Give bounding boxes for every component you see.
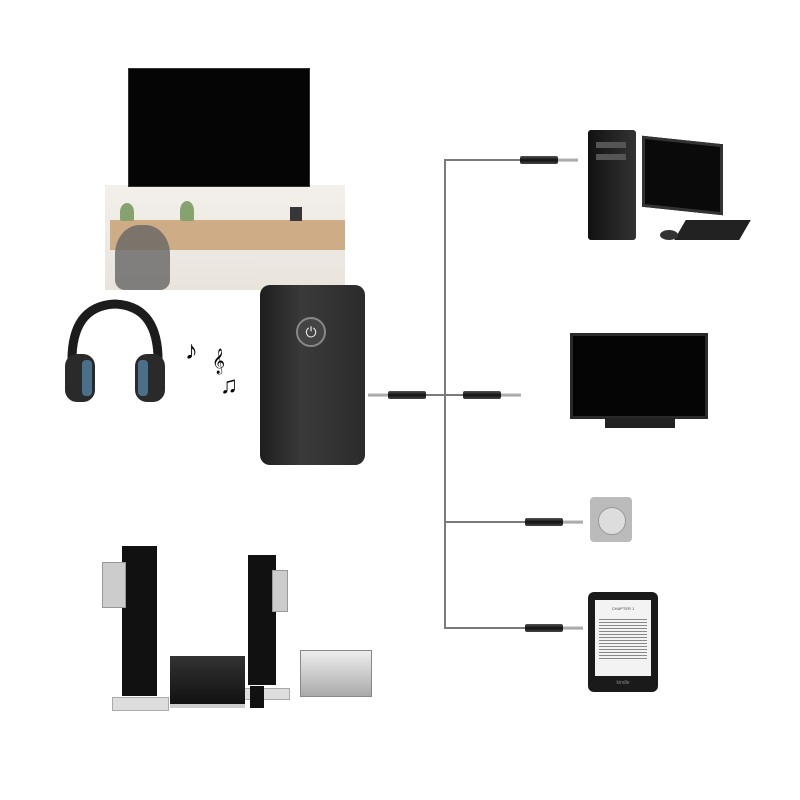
stereo-unit xyxy=(170,656,245,708)
subwoofer-box xyxy=(300,650,372,697)
person-head xyxy=(115,225,170,290)
music-note-icon: ♫ xyxy=(220,372,238,399)
monitor-stand xyxy=(605,418,675,428)
headphones-icon xyxy=(65,299,165,402)
cable-trunk xyxy=(444,159,446,629)
audio-jack xyxy=(463,391,521,399)
audio-jack xyxy=(525,624,583,632)
kindle-brand: kindle xyxy=(616,680,630,686)
ipod-shuffle xyxy=(590,497,632,542)
cable xyxy=(444,521,526,523)
music-note-icon: ♪ xyxy=(185,335,198,365)
music-note-icon: 𝄞 xyxy=(212,348,226,373)
pc-monitor xyxy=(642,135,723,216)
tweeter-box xyxy=(102,562,126,608)
tv-monitor xyxy=(570,333,708,419)
bluetooth-transmitter-device: ⏻ xyxy=(260,285,365,465)
living-room-scene xyxy=(105,185,345,290)
audio-jack xyxy=(368,391,426,399)
pc-tower xyxy=(588,130,636,240)
keyboard xyxy=(674,220,751,240)
receiver-small xyxy=(250,686,264,708)
bluetooth-receiver-small xyxy=(290,207,302,221)
speaker-right xyxy=(248,555,276,685)
power-button[interactable]: ⏻ xyxy=(296,317,326,347)
mouse xyxy=(660,230,678,240)
speaker-base xyxy=(112,697,169,711)
tweeter-box xyxy=(272,570,288,612)
kindle-ereader: CHAPTER 1 kindle xyxy=(588,592,658,692)
speaker-left xyxy=(122,546,157,696)
kindle-chapter-text: CHAPTER 1 xyxy=(611,606,635,611)
plant xyxy=(120,203,134,221)
plant xyxy=(180,201,194,221)
cable xyxy=(444,159,522,161)
audio-jack xyxy=(525,518,583,526)
cable xyxy=(444,627,526,629)
television xyxy=(128,68,310,187)
audio-jack xyxy=(520,156,578,164)
speaker-base xyxy=(240,688,290,700)
